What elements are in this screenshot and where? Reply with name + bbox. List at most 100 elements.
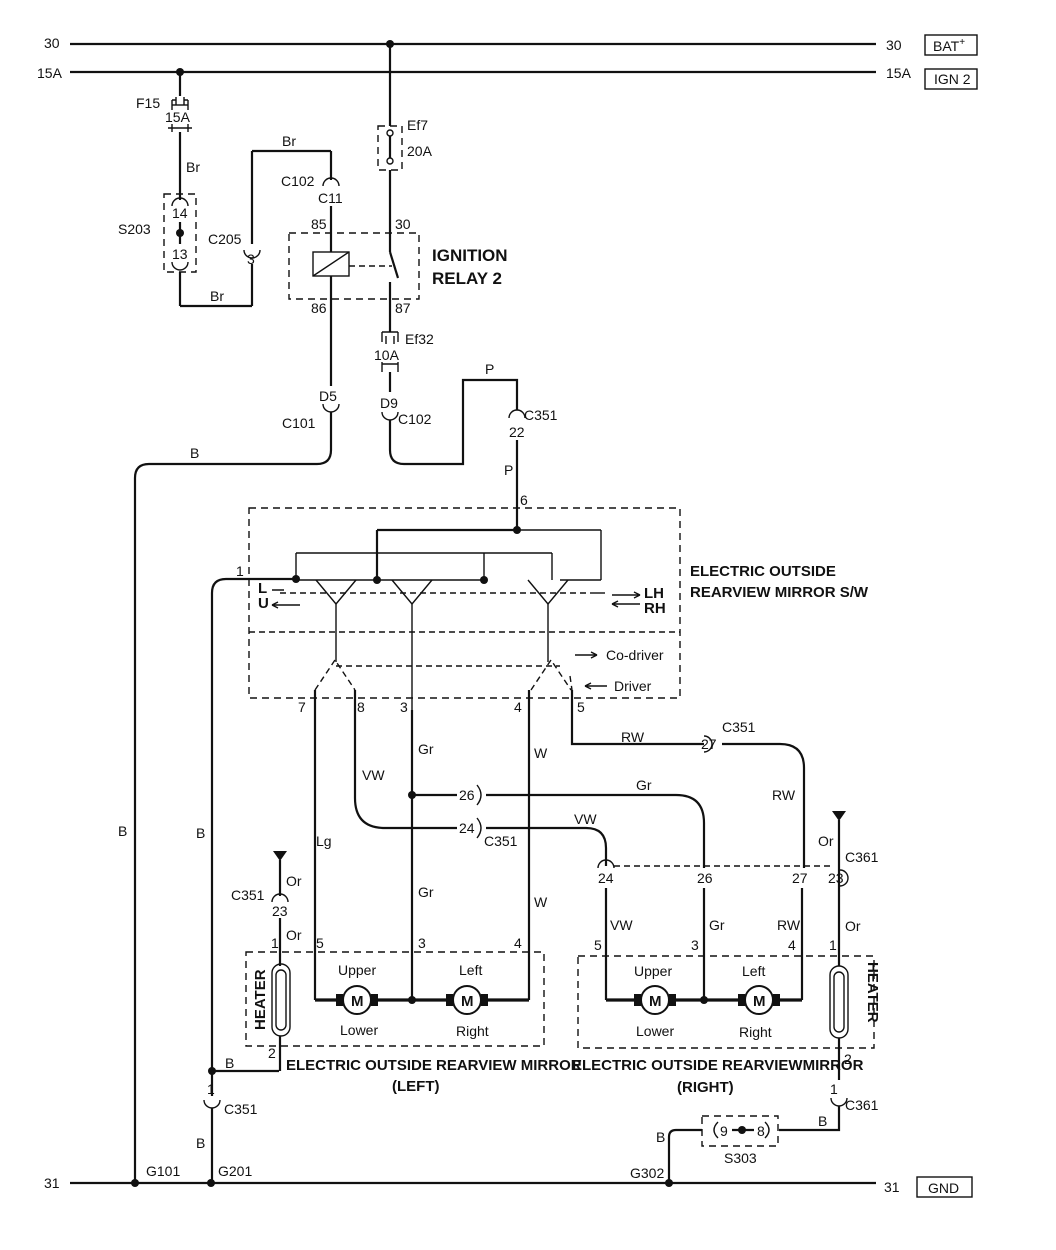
- ef32-rating: 10A: [374, 347, 400, 363]
- switch-pin-3: 3: [400, 699, 408, 715]
- wire-color-b-3: B: [196, 825, 205, 841]
- relay-pin-86: 86: [311, 300, 327, 316]
- c351-ground-name: C351: [224, 1101, 258, 1117]
- wire-color-br-2: Br: [210, 288, 224, 304]
- right-motor-2-symbol: M: [753, 993, 766, 1010]
- wire-color-rw-3: RW: [777, 917, 801, 933]
- c351-top-name: C351: [524, 407, 558, 423]
- left-motor-1-symbol: M: [351, 993, 364, 1010]
- ef32-branch: Ef32 10A D9 C102 P C351 22 P 6: [374, 331, 558, 534]
- gnd-rail-left-label: 31: [44, 1175, 60, 1191]
- right-heater-element: [829, 965, 849, 1039]
- right-motor-1-symbol: M: [649, 993, 662, 1010]
- left-mirror-title-line1: ELECTRIC OUTSIDE REARVIEW MIRROR: [286, 1057, 582, 1074]
- ign-rail-right-label: 15A: [886, 65, 912, 81]
- bat-rail: 30 30 BAT+: [44, 34, 978, 56]
- s303-pin-left: 9: [720, 1123, 728, 1139]
- left-upper-lower-motor: [342, 985, 372, 1015]
- ignition-relay-2: 85 86 30 87 IGNITION RELAY 2: [288, 216, 508, 386]
- relay-pin-85: 85: [311, 216, 327, 232]
- ef7-box: [377, 125, 403, 171]
- ground-g302: G302: [630, 1165, 664, 1181]
- c102-top-pin: C11: [318, 190, 343, 206]
- wire-color-br-1: Br: [186, 159, 200, 175]
- s203-pin-bottom: 13: [172, 246, 188, 262]
- c351-mid-pin-a: 26: [459, 787, 475, 803]
- f15-fuse-rating: 15A: [165, 109, 191, 125]
- wire-color-or-4: Or: [845, 918, 861, 934]
- wire-color-gr-3: Gr: [636, 777, 652, 793]
- c102-top-name: C102: [281, 173, 315, 189]
- gnd-tag: GND: [928, 1180, 959, 1196]
- wire-color-b-5: B: [196, 1135, 205, 1151]
- right-mirror-pin-2: 2: [844, 1051, 852, 1067]
- right-motor-left: Left: [742, 963, 765, 979]
- right-harness-connector: 24 26 27 23 VW Gr RW: [597, 859, 849, 1000]
- wire-color-or-3: Or: [818, 833, 834, 849]
- left-heater-element: [271, 963, 291, 1037]
- right-harness-pin-26: 26: [697, 870, 713, 886]
- s303-name: S303: [724, 1150, 757, 1166]
- switch-ground-wire: B B 1 C351 B G201: [196, 577, 296, 1183]
- right-upper-lower-motor: [640, 985, 670, 1015]
- switch-pin-8: 8: [357, 699, 365, 715]
- left-motor-left: Left: [459, 962, 482, 978]
- right-mirror-box: [577, 955, 875, 1049]
- ef7-name: Ef7: [407, 117, 428, 133]
- left-left-right-motor: [452, 985, 482, 1015]
- left-mirror-pin-4: 4: [514, 935, 522, 951]
- right-left-right-motor: [744, 985, 774, 1015]
- right-mirror-pin-1: 1: [829, 937, 837, 953]
- f15-branch: F15 15A Br 14 13 S203 Br 3 C205 Br C102 …: [118, 72, 343, 308]
- bat-tag-box: [924, 34, 978, 56]
- switch-label-rh: RH: [644, 600, 666, 617]
- right-mirror-pin-4: 4: [788, 937, 796, 953]
- relay-box: [288, 232, 420, 300]
- c361-top-pin: 23: [828, 870, 844, 886]
- c351-rw-pin: 27: [701, 736, 717, 752]
- s203-pin-top: 14: [172, 205, 188, 221]
- left-heater-label: HEATER: [252, 969, 269, 1030]
- wire-color-vw-2: VW: [574, 811, 597, 827]
- ground-g101: G101: [146, 1163, 180, 1179]
- left-motor-2-symbol: M: [461, 993, 474, 1010]
- switch-label-co-driver: Co-driver: [606, 647, 664, 663]
- ign-rail-left-label: 15A: [37, 65, 63, 81]
- c351-top-pin: 22: [509, 424, 525, 440]
- wire-color-b-7: B: [656, 1129, 665, 1145]
- wire-color-or-1: Or: [286, 873, 302, 889]
- wire-color-b-4: B: [225, 1055, 234, 1071]
- left-mirror-box: [245, 951, 545, 1047]
- c351-left-heater-pin: 23: [272, 903, 288, 919]
- switch-label-lh: LH: [644, 585, 664, 602]
- right-ground-branch: 1 C361 B 9 8 S303 B G302: [630, 1038, 879, 1183]
- left-mirror-pin-5: 5: [316, 935, 324, 951]
- wire-color-b-6: B: [818, 1113, 827, 1129]
- wire-color-br-3: Br: [282, 133, 296, 149]
- switch-pin-5: 5: [577, 699, 585, 715]
- ef7-branch: Ef7 20A: [377, 44, 433, 232]
- gnd-rail: 31 31 GND: [44, 1175, 973, 1198]
- switch-title-line1: ELECTRIC OUTSIDE: [690, 563, 836, 580]
- c351-rw-name: C351: [722, 719, 756, 735]
- right-motor-right: Right: [739, 1024, 772, 1040]
- ground-g201: G201: [218, 1163, 252, 1179]
- relay-pin-87: 87: [395, 300, 411, 316]
- c361-top-name: C361: [845, 849, 879, 865]
- left-mirror-pin-1: 1: [271, 935, 279, 951]
- wire-color-rw-2: RW: [772, 787, 796, 803]
- wire-color-w-1: W: [534, 745, 548, 761]
- right-mirror: 5 3 4 1 2 HEATER M M Upper Lower Left Ri…: [572, 937, 881, 1096]
- left-motor-upper: Upper: [338, 962, 376, 978]
- right-motor-lower: Lower: [636, 1023, 674, 1039]
- left-mirror: 1 5 3 4 2 HEATER M M Upper Lower Left Ri…: [245, 935, 582, 1095]
- relay-ground-branch: D5 C101 B B G101: [118, 388, 340, 1183]
- switch-pin-6: 6: [520, 492, 528, 508]
- switch-pin-7: 7: [298, 699, 306, 715]
- relay-title-line2: RELAY 2: [432, 269, 502, 288]
- s303-pin-right: 8: [757, 1123, 765, 1139]
- switch-pin-1: 1: [236, 563, 244, 579]
- left-mirror-pin-2: 2: [268, 1045, 276, 1061]
- c101-name: C101: [282, 415, 316, 431]
- wire-color-b-1: B: [190, 445, 199, 461]
